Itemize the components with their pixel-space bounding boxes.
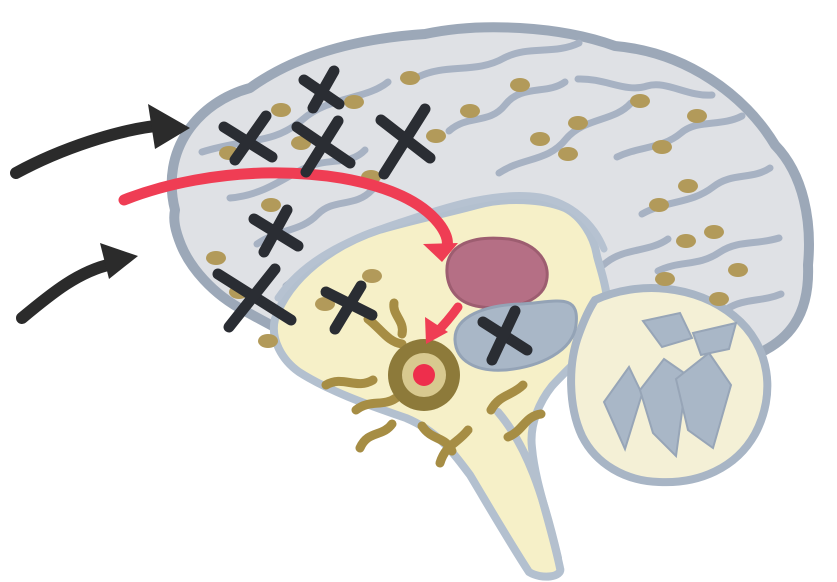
hypothalamus-target	[388, 339, 460, 411]
input-arrows	[16, 104, 190, 318]
thalamus	[447, 238, 547, 308]
cerebellum	[571, 288, 767, 482]
